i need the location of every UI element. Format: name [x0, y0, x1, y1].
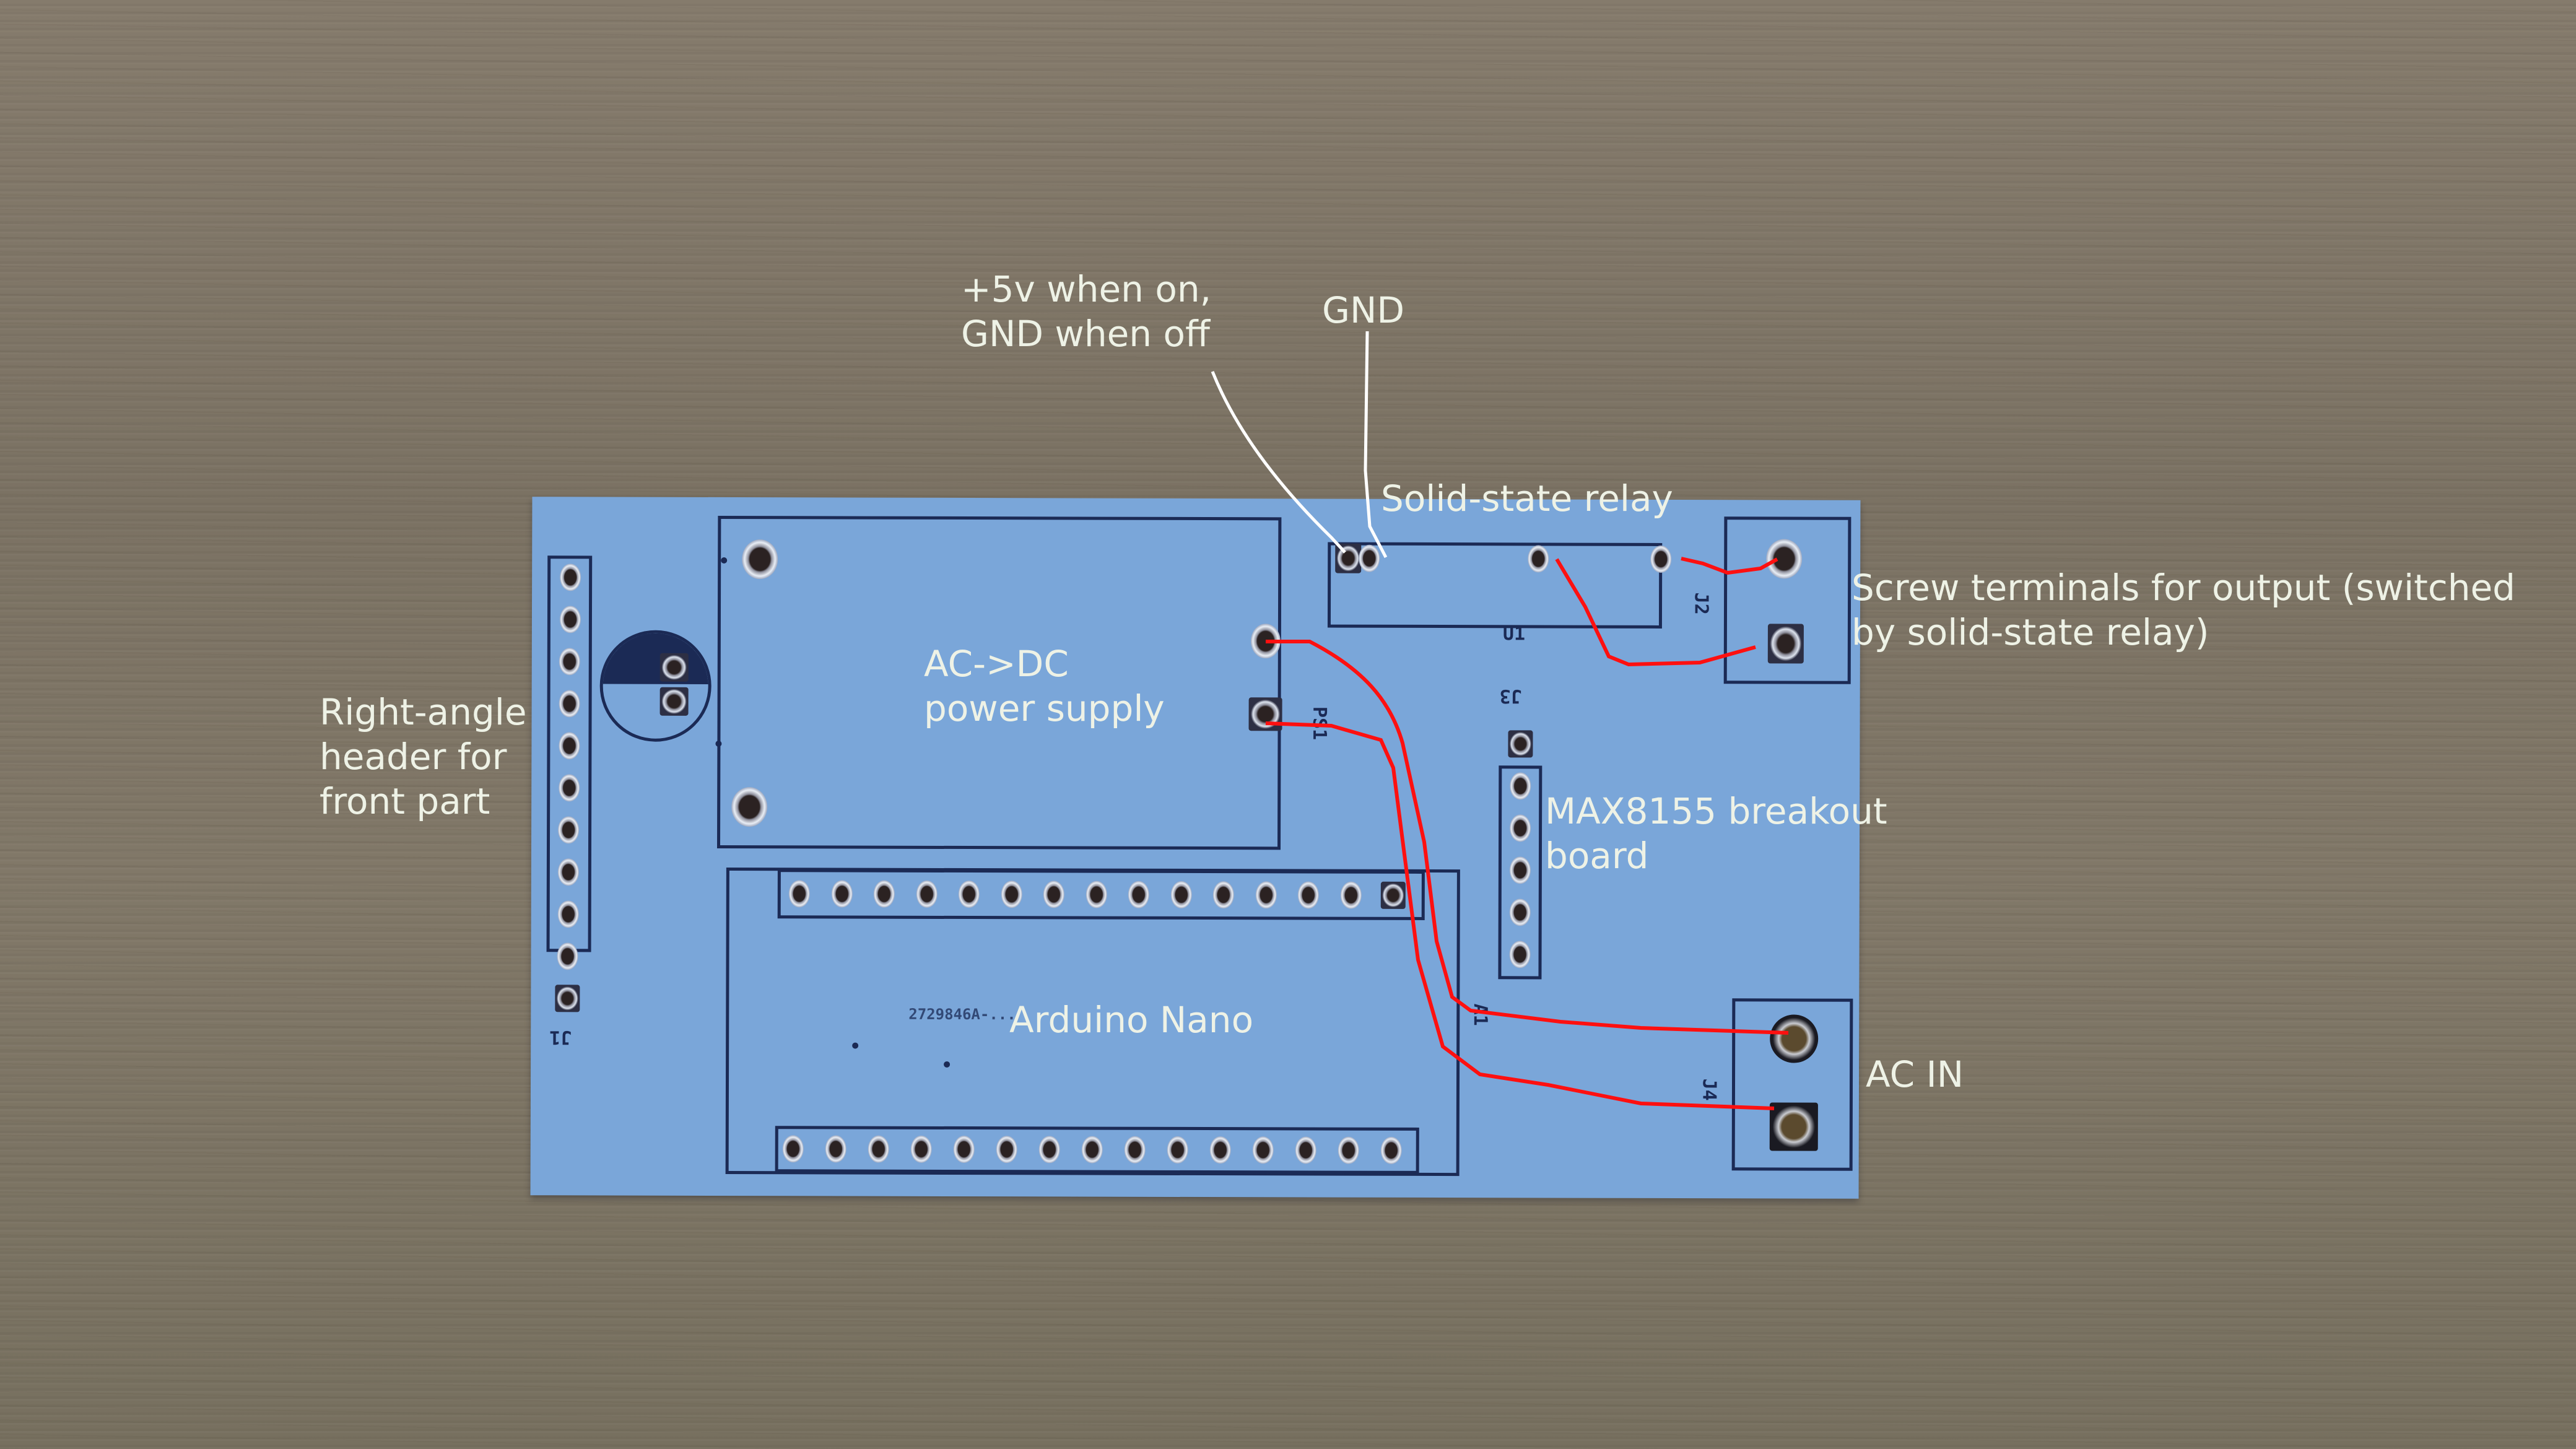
- red-wire-ssr-to-j2-bottom: [1555, 558, 1756, 667]
- red-wire-ssr-to-j2-top: [1681, 557, 1778, 575]
- annotation-ssr-control: +5v when on, GND when off: [961, 268, 1212, 355]
- annotation-screw-terminals: Screw terminals for output (switched by …: [1852, 567, 2515, 653]
- leader-line-gnd: [1364, 331, 1388, 559]
- annotation-solid-state-relay: Solid-state relay: [1381, 477, 1673, 520]
- red-wire-ps1-to-j4-top: [1266, 640, 1789, 1035]
- leader-line-ssr-control: [1211, 371, 1346, 554]
- annotation-power-supply: AC->DC power supply: [924, 643, 1165, 729]
- annotation-arduino-nano: Arduino Nano: [1009, 999, 1254, 1041]
- annotation-right-angle-header: Right-angle header for front part: [320, 691, 527, 822]
- annotation-ac-in: AC IN: [1866, 1053, 1964, 1095]
- annotation-gnd: GND: [1322, 289, 1404, 331]
- red-wire-ps1-to-j4-bottom: [1265, 721, 1775, 1110]
- annotation-max8155: MAX8155 breakout board: [1545, 790, 1887, 877]
